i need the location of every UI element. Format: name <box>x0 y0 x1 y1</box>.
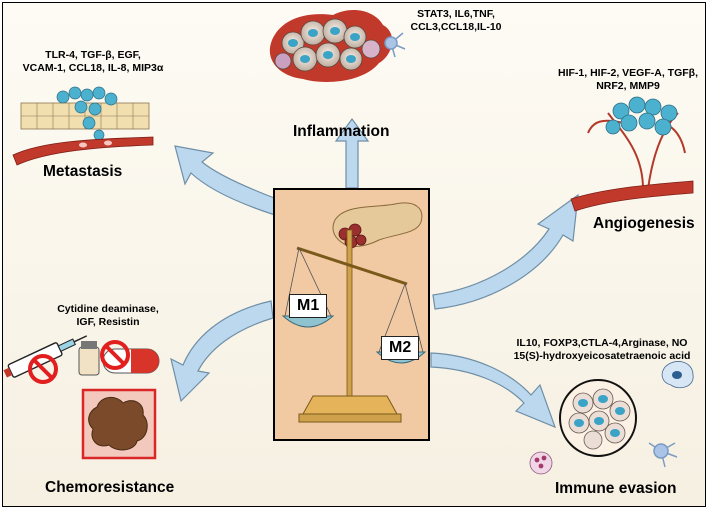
arrow-to-chemoresistance <box>170 300 274 403</box>
angiogenesis-illustration <box>570 96 694 212</box>
metastasis-markers: TLR-4, TGF-β, EGF, VCAM-1, CCL18, IL-8, … <box>5 49 181 75</box>
arrow-to-immune-evasion <box>430 352 557 429</box>
inflammation-markers-line2: CCL3,CCL18,IL-10 <box>410 21 502 33</box>
metastasis-markers-line1: TLR-4, TGF-β, EGF, <box>45 49 141 61</box>
vial-icon <box>78 341 100 376</box>
immune-evasion-markers-line2: 15(S)-hydroxyeicosatetraenoic acid <box>513 350 691 362</box>
immune-evasion-title: Immune evasion <box>555 480 677 497</box>
immune-evasion-illustration <box>529 361 694 475</box>
m2-label: M2 <box>381 336 420 360</box>
immune-evasion-markers: IL10, FOXP3,CTLA-4,Arginase, NO 15(S)-hy… <box>499 337 705 363</box>
m1-label: M1 <box>289 294 328 318</box>
arrows <box>170 117 579 429</box>
metastasis-markers-line2: VCAM-1, CCL18, IL-8, MIP3α <box>22 62 164 74</box>
angiogenesis-markers-line1: HIF-1, HIF-2, VEGF-A, TGFβ, <box>558 67 698 79</box>
inflammation-markers: STAT3, IL6,TNF, CCL3,CCL18,IL-10 <box>381 8 531 34</box>
chemoresistance-title: Chemoresistance <box>45 479 175 496</box>
angiogenesis-title: Angiogenesis <box>593 215 695 232</box>
blood-vessel-metastasis <box>12 136 154 166</box>
angiogenesis-markers: HIF-1, HIF-2, VEGF-A, TGFβ, NRF2, MMP9 <box>553 67 703 93</box>
arrow-to-angiogenesis <box>432 193 579 310</box>
neutrophil-cell-icon <box>529 451 553 475</box>
chemoresistance-markers-line1: Cytidine deaminase, <box>57 303 159 315</box>
blood-vessel-angiogenesis <box>570 180 694 212</box>
macrophage-balance-panel: M1 M2 <box>273 188 430 441</box>
angiogenesis-markers-line2: NRF2, MMP9 <box>596 80 660 92</box>
metastasis-title: Metastasis <box>43 163 123 180</box>
prohibition-icon <box>28 340 130 384</box>
dendritic-cell-icon <box>384 32 406 58</box>
inflammation-cells-illustration <box>269 10 406 82</box>
metastasis-illustration <box>12 86 154 166</box>
inflammation-markers-line1: STAT3, IL6,TNF, <box>417 8 495 20</box>
tumor-mass-icon <box>88 397 148 451</box>
figure-canvas: M1 M2 STAT3, IL6,TNF, CCL3,CCL18,IL-10 I… <box>2 2 706 507</box>
chemoresistance-markers: Cytidine deaminase, IGF, Resistin <box>43 303 173 329</box>
inflammation-title: Inflammation <box>293 123 390 140</box>
chemoresistance-illustration <box>3 335 160 460</box>
illustrations-layer <box>3 10 694 475</box>
immune-evasion-markers-line1: IL10, FOXP3,CTLA-4,Arginase, NO <box>516 337 688 349</box>
dendritic-cell-icon <box>648 442 678 468</box>
chemoresistance-markers-line2: IGF, Resistin <box>76 316 140 328</box>
macrophage-cell-icon <box>661 361 694 389</box>
arrow-to-metastasis <box>174 145 278 216</box>
arrow-to-inflammation <box>334 117 370 189</box>
